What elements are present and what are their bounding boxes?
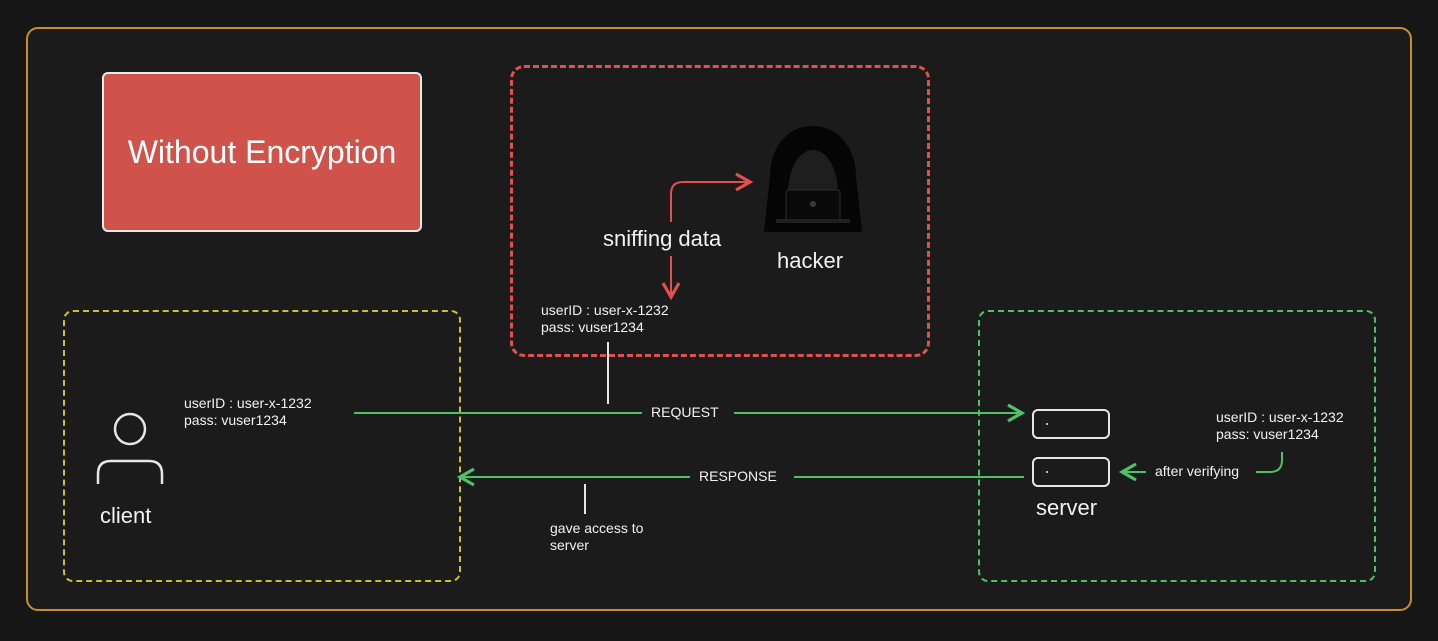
request-label: REQUEST	[651, 404, 719, 420]
response-label: RESPONSE	[699, 468, 777, 484]
verify-label: after verifying	[1155, 463, 1240, 479]
hacker-zone	[510, 65, 930, 357]
client-label: client	[100, 503, 152, 528]
hacker-label: hacker	[777, 248, 844, 273]
person-icon	[96, 412, 164, 484]
server-zone	[978, 310, 1376, 582]
server-box-response	[1032, 457, 1110, 487]
title-box: Without Encryption	[102, 72, 422, 232]
client-zone	[63, 310, 461, 582]
hacker-pass-line: pass: vuser1234	[541, 319, 644, 335]
access-note-line2: server	[550, 537, 589, 553]
client-user-line: userID : user-x-1232	[184, 395, 312, 411]
server-label: server	[1036, 495, 1098, 520]
hacker-icon	[764, 126, 862, 232]
server-pass-line: pass: vuser1234	[1216, 426, 1319, 442]
hacker-user-line: userID : user-x-1232	[541, 302, 669, 318]
sniff-arrow-up	[670, 172, 754, 222]
client-pass-line: pass: vuser1234	[184, 412, 287, 428]
access-note-line1: gave access to	[550, 520, 644, 536]
verify-arrow	[1256, 452, 1283, 473]
server-user-line: userID : user-x-1232	[1216, 409, 1344, 425]
sniffing-label: sniffing data	[603, 226, 722, 251]
server-box-request	[1032, 409, 1110, 439]
title-text: Without Encryption	[127, 133, 397, 170]
